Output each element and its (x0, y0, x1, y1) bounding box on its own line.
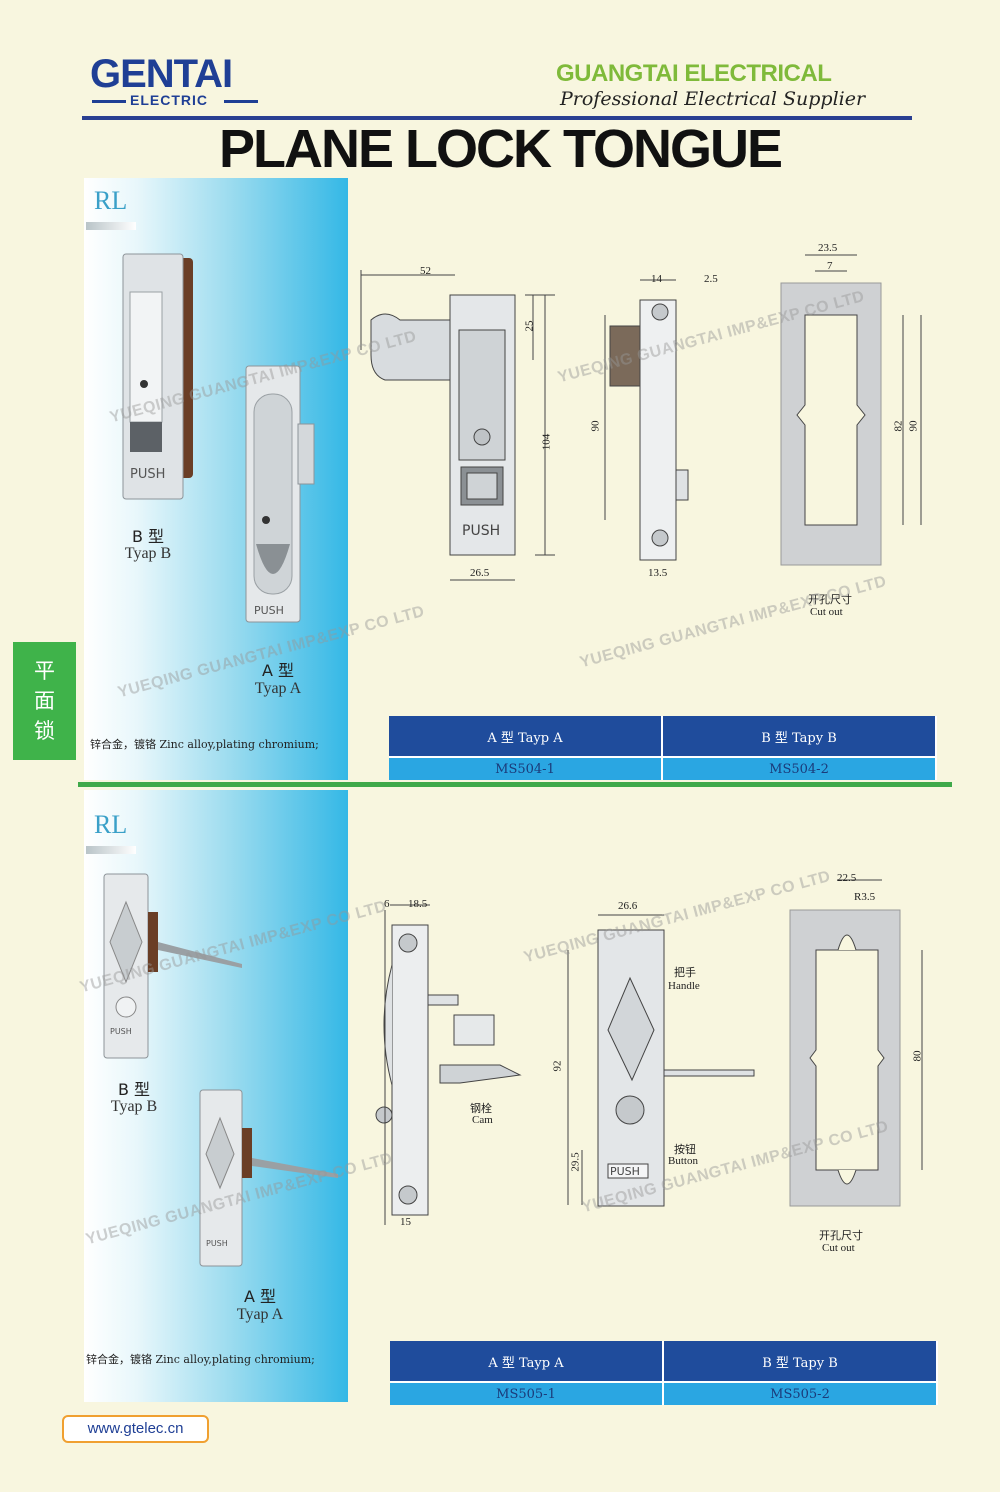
section2-col-type-a: A 型 Tayp A (390, 1341, 664, 1382)
dim-90: 90 (589, 420, 602, 432)
section1-cutout-drawing (780, 254, 922, 566)
lock2-push-label: PUSH (610, 1165, 640, 1178)
section1-type-b-en: Tyap B (124, 545, 172, 562)
company-name: GUANGTAI ELECTRICAL (556, 60, 832, 87)
section2-cutout-en: Cut out (822, 1242, 855, 1254)
section1-material: 锌合金，镀铬 Zinc alloy,plating chromium; (90, 738, 319, 751)
section1-model-b: MS504-2 (662, 756, 937, 780)
section1-col-type-b: B 型 Tapy B (662, 716, 937, 757)
dim-r3-5: R3.5 (854, 891, 876, 903)
dim-82: 82 (892, 420, 905, 432)
section2-badge: RL (94, 810, 128, 839)
section1-cutout-en: Cut out (810, 606, 843, 618)
dim-92: 92 (551, 1060, 564, 1072)
section1-type-a-cn: A 型 (261, 661, 295, 680)
logo-subtitle: ELECTRIC (130, 92, 208, 108)
side-tab-char-1: 平 (34, 659, 55, 683)
logo-wordmark: GENTAI (90, 52, 233, 96)
svg-text:PUSH: PUSH (254, 604, 284, 617)
lock-b2-photo: PUSH (103, 873, 242, 1059)
section2-type-b-en: Tyap B (110, 1098, 158, 1115)
section-divider (78, 782, 952, 787)
lock-b-push-text: PUSH (130, 467, 165, 482)
dim-7: 7 (827, 260, 833, 272)
section2-front-drawing: PUSH (567, 914, 755, 1207)
section2-side-drawing (375, 904, 522, 1225)
section1-front-drawing: PUSH (360, 270, 555, 581)
section1-spec-table: A 型 Tayp A B 型 Tapy B MS504-1 MS504-2 (389, 716, 937, 780)
company-slogan: Professional Electrical Supplier (560, 88, 866, 110)
lock1-push-label: PUSH (462, 523, 500, 539)
dim-23-5: 23.5 (818, 242, 838, 254)
section1-col-type-a: A 型 Tayp A (389, 716, 663, 757)
section2-badge-bar (86, 846, 136, 854)
lock-b-photo: PUSH (122, 253, 193, 500)
section2-cutout-cn: 开孔尺寸 (819, 1229, 863, 1242)
section2-type-a-en: Tyap A (236, 1306, 284, 1323)
dim-80: 80 (911, 1050, 924, 1062)
side-tab-char-3: 锁 (34, 719, 55, 743)
dim-14: 14 (651, 273, 662, 285)
section2-spec-table: A 型 Tayp A B 型 Tapy B MS505-1 MS505-2 (390, 1341, 938, 1405)
section2-type-b-cn: B 型 (117, 1080, 151, 1099)
section1-type-b-cn: B 型 (131, 527, 165, 546)
cam-label-cn: 钢栓 (470, 1102, 492, 1115)
section2-col-type-b: B 型 Tapy B (663, 1341, 938, 1382)
section1-cutout-cn: 开孔尺寸 (808, 593, 852, 606)
section2-model-a: MS505-1 (390, 1381, 664, 1405)
section2-cutout-drawing (789, 879, 923, 1207)
dim-15: 15 (400, 1216, 411, 1228)
section2-material: 锌合金，镀铬 Zinc alloy,plating chromium; (86, 1353, 315, 1366)
side-category-tab: 平 面 锁 (13, 642, 76, 760)
section1-type-a-en: Tyap A (254, 680, 302, 697)
lock-a2-photo: PUSH (199, 1089, 338, 1267)
section1-side-drawing (604, 279, 689, 561)
svg-text:PUSH: PUSH (206, 1239, 228, 1248)
page-title: PLANE LOCK TONGUE (218, 119, 783, 179)
logo-underline-right (224, 100, 258, 103)
dim-52: 52 (420, 265, 431, 277)
dim-26-6: 26.6 (618, 900, 638, 912)
section2-model-b: MS505-2 (663, 1381, 938, 1405)
button-label-cn: 按钮 (674, 1143, 696, 1156)
section1-badge: RL (94, 186, 128, 215)
section2-type-a-cn: A 型 (243, 1287, 277, 1306)
cam-label-en: Cam (472, 1114, 493, 1126)
dim-104: 104 (540, 433, 553, 451)
dim-25: 25 (523, 320, 536, 332)
dim-90-cutout: 90 (907, 420, 920, 432)
section1-badge-bar (86, 222, 136, 230)
handle-label-cn: 把手 (674, 966, 696, 979)
handle-label-en: Handle (668, 980, 700, 992)
svg-text:PUSH: PUSH (110, 1027, 132, 1036)
lock-a-photo: PUSH (245, 365, 315, 623)
header-rule (82, 116, 912, 120)
section1-model-a: MS504-1 (389, 756, 663, 780)
dim-29-5: 29.5 (569, 1152, 582, 1172)
dim-22-5: 22.5 (837, 872, 857, 884)
dim-2-5: 2.5 (704, 273, 718, 285)
button-label-en: Button (668, 1155, 698, 1167)
dim-6: 6 (384, 898, 390, 910)
website-link[interactable]: www.gtelec.cn (62, 1415, 209, 1443)
dim-13-5: 13.5 (648, 567, 668, 579)
dim-26-5: 26.5 (470, 567, 490, 579)
logo-underline-left (92, 100, 126, 103)
dim-18-5: 18.5 (408, 898, 428, 910)
side-tab-char-2: 面 (34, 689, 55, 713)
